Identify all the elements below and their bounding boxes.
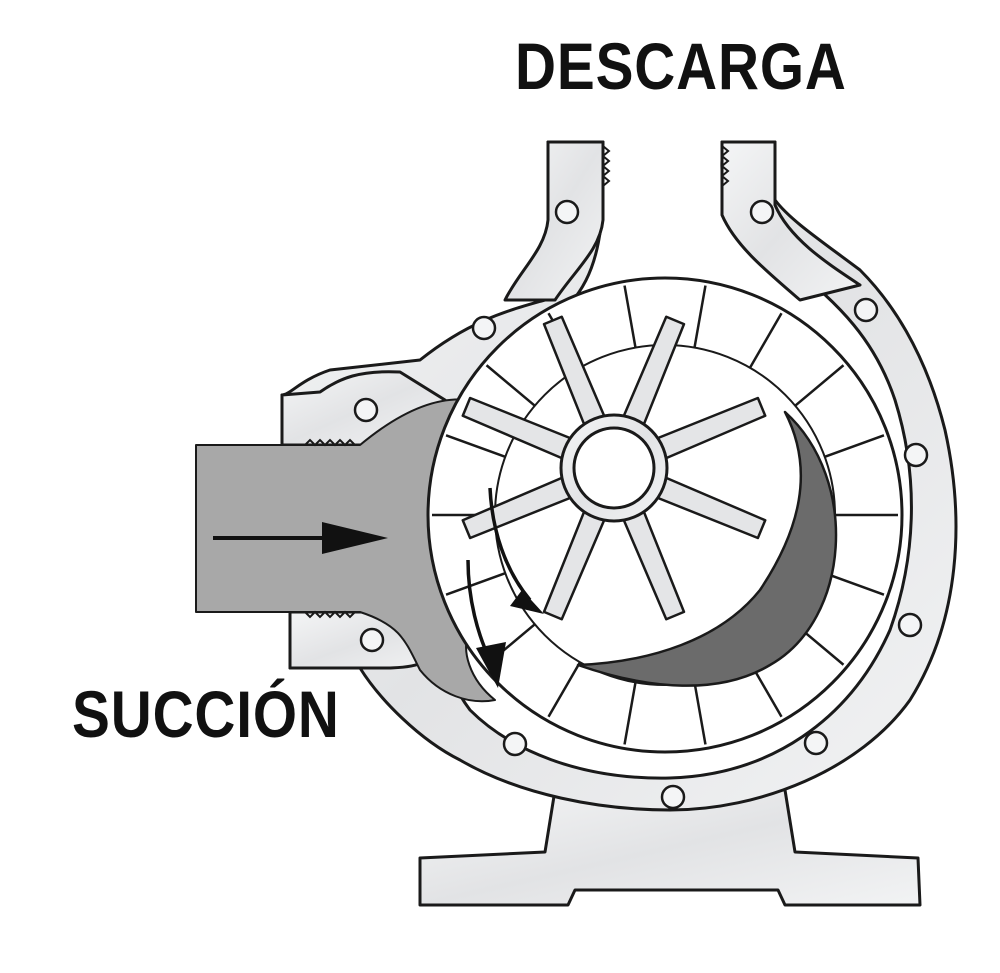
bolt-hole [353, 397, 379, 423]
discharge-threads [601, 145, 730, 187]
vane-flow-arrow-1 [488, 487, 532, 602]
rotor-hub-bore [572, 426, 656, 510]
vane-divider [824, 434, 885, 459]
vane-divider [693, 285, 707, 348]
discharge-label: DESCARGA [515, 29, 847, 103]
suction-threads [304, 438, 356, 619]
bolt-hole [749, 199, 775, 225]
vane-divider [623, 285, 637, 348]
vane-divider [445, 571, 506, 596]
bolt-hole [359, 627, 385, 653]
bolt-hole [903, 442, 929, 468]
bolt-hole [471, 315, 497, 341]
bolt-hole [803, 730, 829, 756]
bolt-hole [660, 784, 686, 810]
vane-divider [445, 434, 506, 459]
discharge-port-left [503, 140, 605, 302]
vane-divider [748, 312, 783, 369]
crescent-separator [576, 410, 838, 687]
bolt-hole [554, 199, 580, 225]
bolt-hole [897, 612, 923, 638]
bolt-hole [502, 731, 528, 757]
discharge-port-right [720, 140, 862, 302]
vane-flow-arrow-1-head [510, 590, 544, 614]
suction-label: SUCCIÓN [72, 677, 340, 751]
vane-divider [794, 364, 845, 407]
rotor [461, 315, 767, 621]
vane-divider [547, 661, 582, 718]
vane-divider [623, 682, 637, 745]
vane-divider [485, 364, 536, 407]
bolt-hole [853, 297, 879, 323]
vane-divider [693, 682, 707, 745]
bolt-holes [353, 199, 929, 810]
inlet-arrow-head [322, 522, 388, 554]
vane-divider [824, 571, 885, 596]
flow-arrows [213, 487, 544, 688]
vane-flow-arrow-2-head [476, 642, 506, 688]
